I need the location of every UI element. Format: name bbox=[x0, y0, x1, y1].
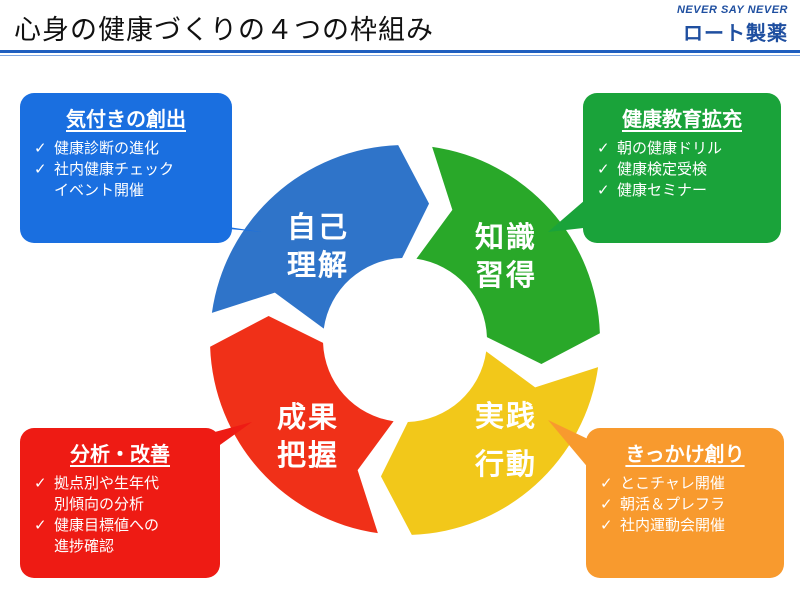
card-item: ✓ 健康診断の進化 bbox=[34, 138, 218, 159]
check-icon: ✓ bbox=[600, 495, 613, 513]
card-item-text: 社内運動会開催 bbox=[620, 516, 726, 534]
segment-label-line: 理解 bbox=[286, 248, 349, 282]
card-item-text: 健康セミナー bbox=[617, 181, 708, 199]
logo-tagline: NEVER SAY NEVER bbox=[676, 4, 788, 16]
card-item: ✓ 健康検定受検 bbox=[597, 159, 767, 180]
check-icon: ✓ bbox=[34, 516, 47, 534]
segment-label-line: 把握 bbox=[276, 438, 339, 472]
card-list: ✓ 健康診断の進化 ✓ 社内健康チェックイベント開催 bbox=[34, 138, 218, 201]
segment-label-grasp: 成果 把握 bbox=[258, 398, 358, 474]
page-title: 心身の健康づくりの４つの枠組み bbox=[14, 15, 434, 46]
card-title: 分析・改善 bbox=[70, 442, 170, 466]
card-item-text: 拠点別や生年代別傾向の分析 bbox=[54, 474, 160, 513]
card-item-text: 健康検定受検 bbox=[617, 160, 708, 178]
card-item: ✓ 健康目標値への進捗確認 bbox=[34, 515, 206, 557]
check-icon: ✓ bbox=[597, 160, 610, 178]
card-item: ✓ 健康セミナー bbox=[597, 180, 767, 201]
company-logo: NEVER SAY NEVER ロート製薬 bbox=[677, 4, 788, 46]
card-item-text: 朝の健康ドリル bbox=[617, 139, 723, 157]
segment-label-knowledge: 知識 習得 bbox=[456, 218, 556, 294]
card-title: 健康教育拡充 bbox=[622, 107, 742, 131]
segment-action bbox=[380, 351, 599, 535]
title-underline-thin bbox=[0, 55, 800, 56]
card-item-text: 朝活＆プレフラ bbox=[620, 495, 726, 513]
check-icon: ✓ bbox=[34, 160, 47, 178]
card-item-text: 健康目標値への進捗確認 bbox=[54, 516, 160, 555]
card-item-text: とこチャレ開催 bbox=[620, 474, 725, 492]
segment-label-line: 知識 bbox=[474, 220, 537, 254]
card-item: ✓ 朝の健康ドリル bbox=[597, 138, 767, 159]
segment-label-line: 自己 bbox=[286, 210, 349, 244]
card-awareness: 気付きの創出 ✓ 健康診断の進化 ✓ 社内健康チェックイベント開催 bbox=[20, 93, 232, 243]
segment-label-self-understanding: 自己 理解 bbox=[268, 208, 368, 284]
card-item: ✓ 朝活＆プレフラ bbox=[600, 494, 770, 515]
card-analysis: 分析・改善 ✓ 拠点別や生年代別傾向の分析 ✓ 健康目標値への進捗確認 bbox=[20, 428, 220, 578]
check-icon: ✓ bbox=[34, 139, 47, 157]
card-list: ✓ 朝の健康ドリル ✓ 健康検定受検 ✓ 健康セミナー bbox=[597, 138, 767, 201]
card-item: ✓ 社内健康チェックイベント開催 bbox=[34, 159, 218, 201]
segment-knowledge bbox=[416, 146, 600, 365]
card-item: ✓ 社内運動会開催 bbox=[600, 515, 770, 536]
card-list: ✓ とこチャレ開催 ✓ 朝活＆プレフラ ✓ 社内運動会開催 bbox=[600, 473, 770, 536]
segment-grasp bbox=[210, 315, 394, 534]
logo-brand: ロート製薬 bbox=[683, 21, 788, 45]
title-underline bbox=[0, 50, 800, 53]
card-list: ✓ 拠点別や生年代別傾向の分析 ✓ 健康目標値への進捗確認 bbox=[34, 473, 206, 557]
check-icon: ✓ bbox=[597, 139, 610, 157]
check-icon: ✓ bbox=[34, 474, 47, 492]
segment-self-understanding bbox=[211, 145, 430, 329]
segment-label-line: 実践 bbox=[474, 399, 537, 433]
card-item-text: 社内健康チェックイベント開催 bbox=[54, 160, 175, 199]
card-title: きっかけ創り bbox=[625, 442, 745, 466]
card-item: ✓ とこチャレ開催 bbox=[600, 473, 770, 494]
check-icon: ✓ bbox=[597, 181, 610, 199]
card-opportunity: きっかけ創り ✓ とこチャレ開催 ✓ 朝活＆プレフラ ✓ 社内運動会開催 bbox=[586, 428, 784, 578]
segment-label-line: 習得 bbox=[474, 258, 537, 292]
check-icon: ✓ bbox=[600, 474, 613, 492]
card-item: ✓ 拠点別や生年代別傾向の分析 bbox=[34, 473, 206, 515]
card-item-text: 健康診断の進化 bbox=[54, 139, 160, 157]
card-title: 気付きの創出 bbox=[66, 107, 186, 131]
segment-label-action: 実践 行動 bbox=[456, 392, 556, 488]
segment-label-line: 成果 bbox=[276, 400, 339, 434]
callout-pointer-opportunity bbox=[548, 420, 590, 470]
check-icon: ✓ bbox=[600, 516, 613, 534]
segment-label-line: 行動 bbox=[474, 447, 537, 481]
card-education: 健康教育拡充 ✓ 朝の健康ドリル ✓ 健康検定受検 ✓ 健康セミナー bbox=[583, 93, 781, 243]
